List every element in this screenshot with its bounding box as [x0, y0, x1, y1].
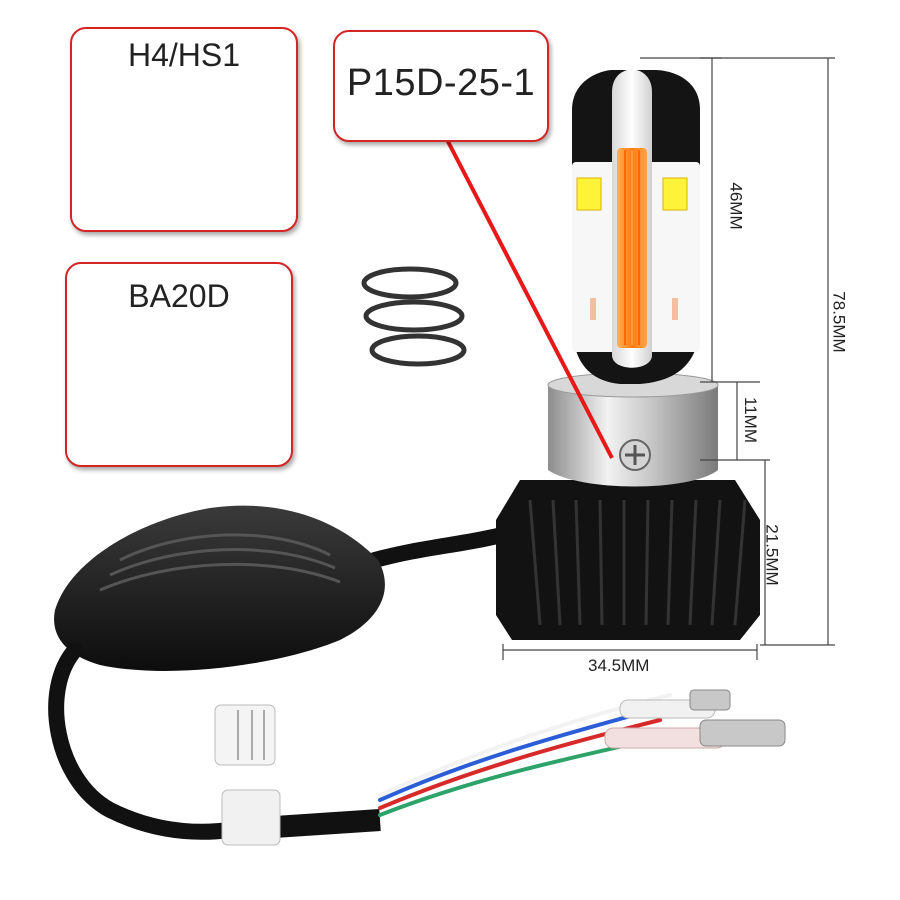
- h4-label: H4/HS1: [127, 37, 241, 73]
- bulb-collar: [547, 372, 719, 487]
- dim-total-length: 78.5MM: [829, 291, 849, 353]
- dimension-lines: [502, 57, 835, 660]
- p15d-callout: P15D-25-1: [333, 30, 549, 142]
- dim-base-width: 34.5MM: [588, 656, 650, 675]
- white-connector: [214, 704, 281, 846]
- ba20d-label: BA20D: [128, 278, 230, 314]
- output-cable: [48, 642, 238, 840]
- driver-box: [54, 505, 385, 671]
- ba20d-callout: BA20D: [65, 262, 293, 467]
- bulb-base: [496, 480, 760, 640]
- dim-collar-height: 11MM: [740, 397, 760, 443]
- led-filament: [612, 69, 652, 368]
- p15d-label: P15D-25-1: [346, 62, 536, 104]
- h4-callout: H4/HS1: [70, 27, 298, 232]
- dim-led-length: 46MM: [726, 182, 746, 230]
- terminals: [604, 689, 786, 749]
- spring: [361, 266, 467, 367]
- dim-base-height: 21.5MM: [762, 524, 782, 586]
